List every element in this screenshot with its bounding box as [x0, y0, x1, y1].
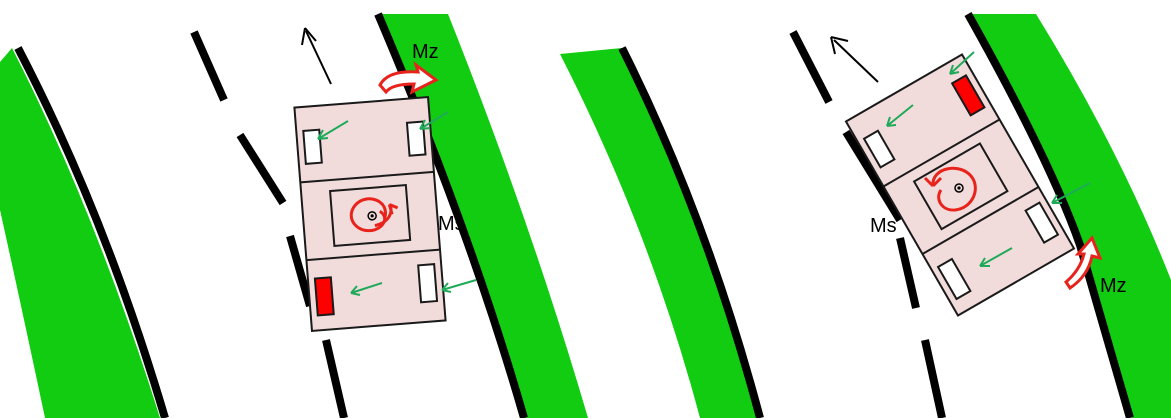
heading-arrow-icon	[830, 36, 879, 83]
road-edge-line	[964, 12, 1134, 418]
road-edge-line	[618, 46, 764, 418]
wheel-rear-right	[417, 263, 439, 304]
car-top-view	[844, 53, 1076, 317]
car-panel-line	[306, 248, 441, 262]
car-roof	[912, 142, 1009, 231]
lane-dash-line	[789, 30, 946, 418]
car-panel-line	[300, 170, 434, 184]
grass-band-left-inner	[378, 14, 588, 418]
rotation-spiral-icon	[923, 166, 977, 212]
curved-moment-arrow-icon	[378, 61, 439, 95]
green-force-arrow-icon	[317, 111, 477, 296]
car-roof	[329, 184, 412, 247]
panel-right: Ms Mz	[560, 12, 1171, 418]
wheel-rear-left	[936, 257, 972, 301]
car-panel-line	[921, 186, 1040, 255]
wheel-rear-right	[1024, 201, 1060, 245]
wheel-front-right-highlighted	[950, 73, 986, 117]
grass-band-right-outer	[560, 48, 758, 418]
panel-left: Mz Ms	[0, 12, 588, 418]
lane-dash-line	[190, 30, 348, 418]
curved-moment-arrow-icon	[1064, 235, 1103, 291]
mz-label: Mz	[412, 41, 439, 63]
road-edge-line	[14, 46, 169, 418]
rotation-spiral-icon	[349, 197, 399, 233]
car-panel-line	[882, 118, 1001, 188]
grass-band-left-outer	[0, 48, 160, 418]
ms-label: Ms	[870, 215, 897, 237]
mz-label: Mz	[1100, 275, 1127, 297]
wheel-front-left	[862, 129, 896, 169]
wheel-rear-left-highlighted	[313, 276, 335, 317]
green-force-arrow-icon	[886, 51, 1091, 267]
wheel-front-left	[302, 128, 323, 165]
heading-arrow-icon	[301, 27, 332, 85]
car-top-view	[293, 96, 447, 332]
wheel-front-right	[405, 120, 427, 157]
ms-label: Ms	[438, 213, 465, 235]
